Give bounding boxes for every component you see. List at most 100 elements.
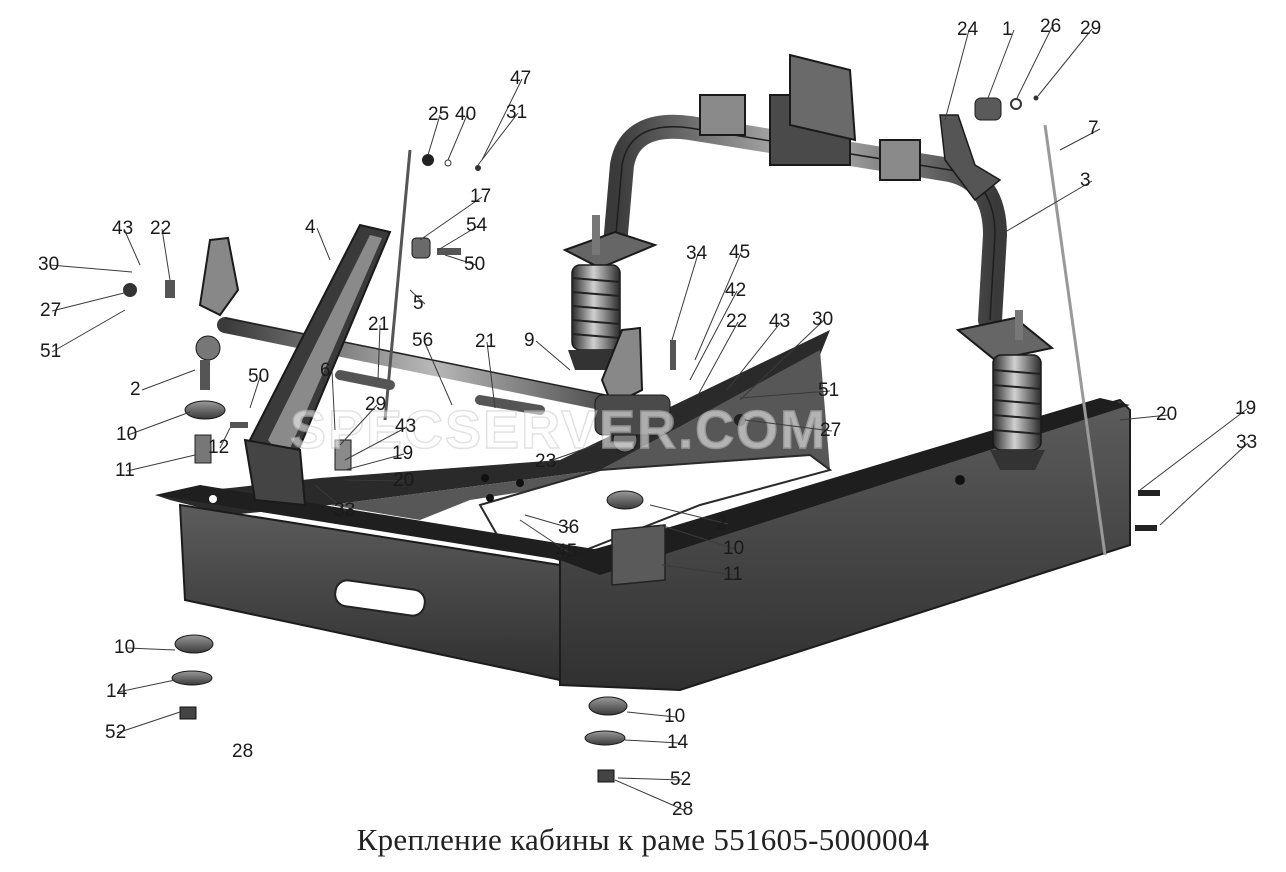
- rod-5: [383, 149, 412, 421]
- plate-22: [165, 280, 175, 298]
- lower-mount-right: [584, 696, 628, 783]
- callout-label: 19: [392, 443, 413, 464]
- callout-label: 7: [1088, 118, 1099, 139]
- callout-label: 11: [115, 460, 135, 481]
- nut-52-low-right: [597, 769, 615, 783]
- small-parts: [123, 154, 1160, 531]
- callout-label: 28: [232, 741, 253, 762]
- arch-clip: [699, 94, 746, 136]
- bolt-33b: [1135, 525, 1157, 531]
- leader-line: [726, 321, 782, 391]
- callout-label: 14: [106, 681, 128, 702]
- leader-line: [377, 324, 381, 381]
- leader-line: [624, 739, 680, 744]
- callout-label: 28: [672, 799, 693, 820]
- callout-label: 50: [248, 366, 269, 387]
- washer-14-low-left: [171, 670, 213, 686]
- callout-label: 21: [475, 331, 496, 352]
- nut-27: [123, 283, 137, 297]
- frame-assembly: [155, 330, 1131, 692]
- frame-hole: [955, 475, 965, 485]
- arch-upper-bracket: [789, 53, 857, 142]
- callout-label: 52: [670, 769, 691, 790]
- callout-label: 20: [1156, 404, 1177, 425]
- lock-lever: [939, 114, 1002, 202]
- frame-hole: [516, 479, 524, 487]
- callout-label: 26: [1040, 16, 1061, 37]
- cup-10-low-left: [174, 634, 214, 654]
- leader-line: [944, 29, 970, 121]
- leader-line: [117, 679, 176, 693]
- bushing-54: [411, 237, 431, 259]
- cup-10-low-right: [588, 696, 628, 716]
- lower-mount-left: [171, 634, 214, 720]
- leader-line: [419, 196, 483, 241]
- leader-line: [219, 427, 231, 449]
- callout-label: 2: [130, 379, 141, 400]
- pin-21b: [475, 395, 545, 415]
- leader-line: [339, 404, 378, 446]
- callout-label: 10: [116, 424, 137, 445]
- lever-arm-face: [268, 235, 382, 460]
- frame-inner-web: [330, 350, 830, 520]
- leader-line: [1139, 408, 1248, 491]
- callout-label: 45: [729, 242, 750, 263]
- leader-line: [987, 29, 1015, 99]
- washer-25: [422, 154, 434, 166]
- leader-line: [694, 252, 742, 361]
- leader-line: [161, 228, 171, 281]
- callout-label: 10: [723, 538, 744, 559]
- callout-label: 52: [105, 722, 126, 743]
- callout-label: 42: [725, 280, 746, 301]
- callout-label: 17: [470, 186, 491, 207]
- callout-label: 22: [150, 218, 171, 239]
- nut-27-right: [734, 414, 746, 426]
- leader-line: [481, 78, 523, 161]
- rod-7: [1043, 124, 1107, 556]
- torsion-bar: [217, 317, 648, 418]
- leader-line: [409, 289, 426, 305]
- leader-line: [739, 390, 831, 399]
- spring-right-base: [990, 450, 1045, 470]
- leader-line: [617, 777, 683, 781]
- pin-31: [475, 165, 481, 171]
- spring-right-rod: [1015, 310, 1023, 340]
- leader-line: [331, 370, 336, 431]
- leader-lines: [49, 26, 1249, 811]
- leader-line: [444, 254, 477, 266]
- leader-line: [49, 264, 133, 273]
- cup-10: [184, 400, 226, 420]
- arch-left-pad: [562, 230, 658, 270]
- leader-line: [649, 504, 729, 525]
- bolt-50: [437, 248, 461, 255]
- leader-line: [519, 519, 569, 553]
- callout-label: 51: [818, 380, 839, 401]
- crossmember-top-edge: [155, 485, 600, 560]
- arch-clip: [879, 139, 921, 181]
- washer-26: [1010, 98, 1022, 110]
- ring-40: [444, 159, 452, 167]
- spring-right: [990, 310, 1045, 470]
- rail-top-flange: [560, 398, 1130, 575]
- callout-label: 19: [1235, 398, 1256, 419]
- leader-line: [1119, 414, 1169, 421]
- callout-label: 11: [723, 564, 743, 585]
- leader-line: [486, 341, 496, 409]
- spring-left-turns: [571, 277, 621, 339]
- callout-label: 36: [558, 517, 579, 538]
- leader-line: [249, 376, 261, 409]
- callout-label: 27: [40, 300, 61, 321]
- leader-line: [1015, 26, 1053, 101]
- diagram-caption: Крепление кабины к раме 551605-5000004: [356, 822, 930, 857]
- clip-6: [334, 439, 352, 471]
- watermark: SPECSERVER.COM: [290, 400, 827, 460]
- rail-bracket: [611, 524, 666, 586]
- hinge-ball: [195, 335, 221, 361]
- leader-line: [697, 321, 739, 396]
- right-side-rail: [559, 398, 1131, 692]
- leader-line: [116, 711, 181, 734]
- leader-line: [999, 180, 1093, 236]
- leader-line: [125, 647, 176, 651]
